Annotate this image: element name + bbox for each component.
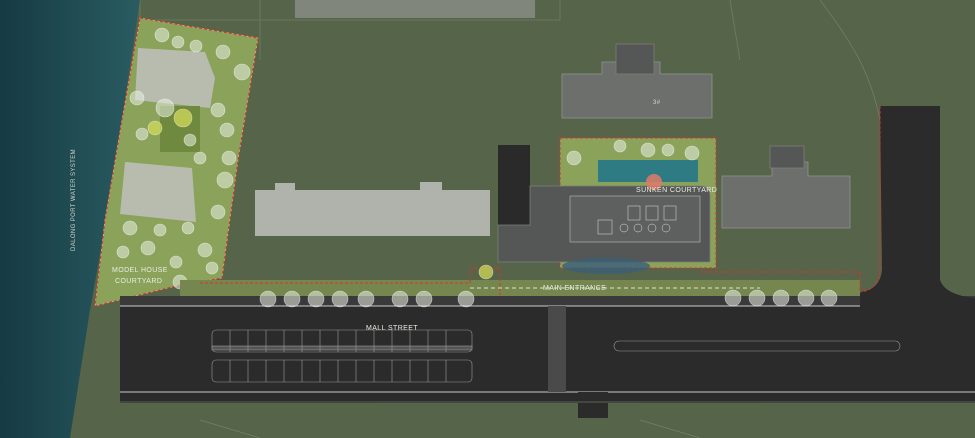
courtyard-pool <box>598 160 698 182</box>
model-house-label-1: MODEL HOUSE <box>112 267 168 274</box>
mall-street-label: MALL STREET <box>366 325 418 332</box>
water-body <box>0 0 140 438</box>
lower-context <box>120 401 975 438</box>
right-building <box>721 161 851 229</box>
sunken-courtyard-label: SUNKEN COURTYARD <box>636 187 717 194</box>
model-house-label-2: COURTYARD <box>115 278 162 285</box>
mall-street-road <box>120 305 975 403</box>
right-road <box>860 106 975 308</box>
main-entrance-label: MAIN ENTRANCE <box>543 285 606 292</box>
entry-plaza <box>562 258 650 274</box>
frontage-trees <box>259 264 838 308</box>
model-house-upper <box>135 48 215 108</box>
parking-bays <box>211 329 901 383</box>
building-3 <box>561 61 713 119</box>
water-system-label: DALONG PORT WATER SYSTEM <box>71 149 77 251</box>
context-lines <box>139 0 881 121</box>
road-curb <box>120 296 975 306</box>
building-3-label: 3# <box>653 100 661 106</box>
building-3-core <box>615 43 655 75</box>
road-stub <box>578 392 608 418</box>
water-label: DALONG PORT WATER SYSTEM <box>71 149 77 251</box>
interior-details <box>597 205 677 235</box>
courtyard-trees <box>566 139 700 166</box>
model-house-boundary <box>94 17 259 307</box>
top-building-ghost <box>295 0 535 18</box>
frontage-boundary <box>200 267 861 295</box>
main-complex-interior <box>569 195 701 243</box>
model-house-lower <box>120 162 196 222</box>
slab-building-ghost <box>255 182 490 236</box>
crosswalk <box>548 306 566 392</box>
courtyard-feature <box>646 174 662 190</box>
model-site-trees <box>116 27 251 290</box>
right-building-core <box>769 145 805 169</box>
